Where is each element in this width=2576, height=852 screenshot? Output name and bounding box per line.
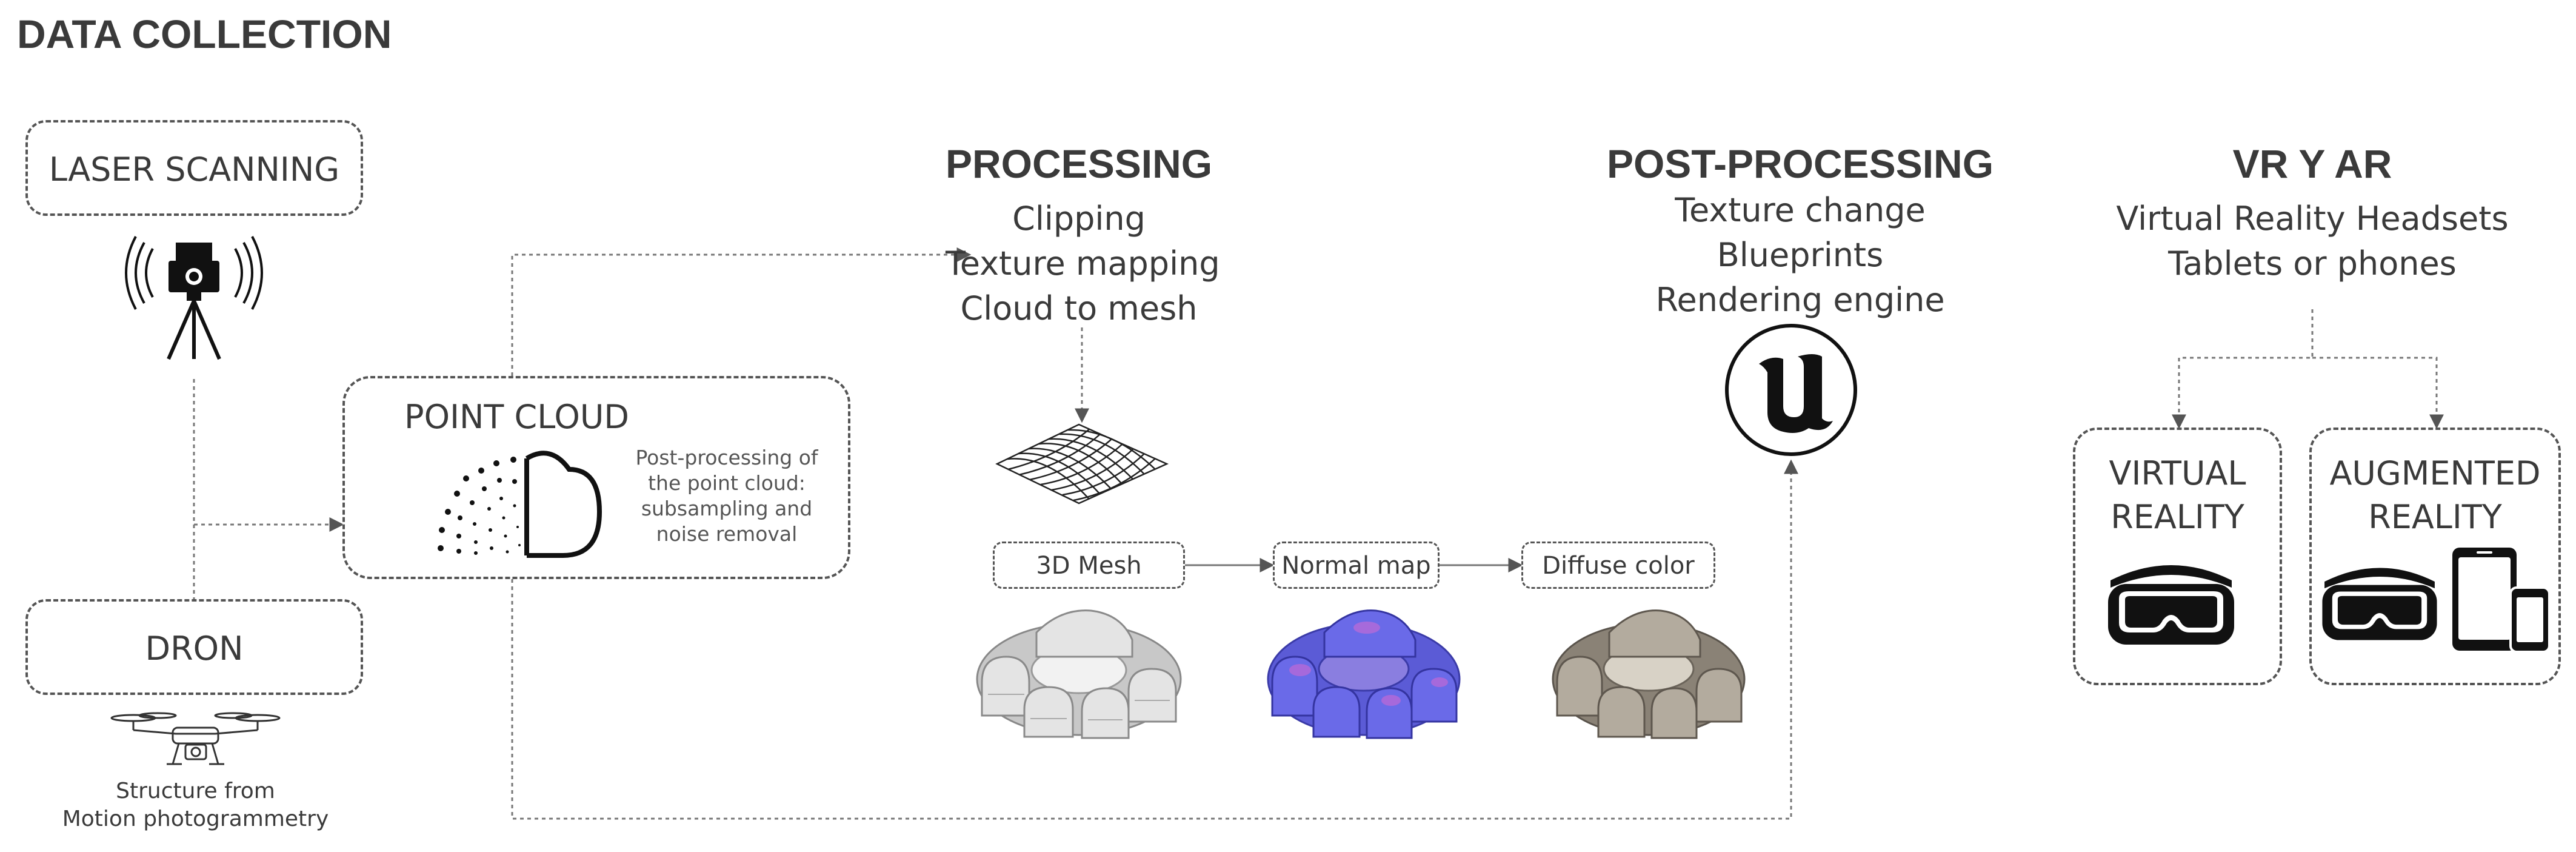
laser-scanning-label: LASER SCANNING xyxy=(48,150,340,189)
virtual-reality-box: VIRTUAL REALITY xyxy=(2073,428,2282,685)
point-cloud-note: Post-processing of the point cloud: subs… xyxy=(612,445,842,547)
model-render-normal-map xyxy=(1267,609,1461,739)
post-processing-step: Rendering engine xyxy=(1655,281,1945,319)
ar-headset-icon xyxy=(2322,568,2437,640)
section-title-vr-ar: VR Y AR xyxy=(2232,141,2392,186)
point-cloud-note-line4: noise removal xyxy=(656,522,798,546)
post-processing-step: Texture change xyxy=(1675,191,1926,229)
section-title-post-processing: POST-PROCESSING xyxy=(1606,141,1994,186)
point-cloud-box: POINT CLOUD Post-processing of the point… xyxy=(342,376,850,579)
point-cloud-note-line3: subsampling and xyxy=(641,497,813,520)
rendering-engine-logo-icon xyxy=(1725,324,1857,456)
augmented-reality-label-line2: REALITY xyxy=(2368,498,2502,536)
sfm-caption: Structure from Motion photogrammetry xyxy=(55,777,336,833)
connector-vrar-branch xyxy=(2172,309,2314,429)
device-item: Virtual Reality Headsets xyxy=(2116,200,2509,238)
processing-step: Cloud to mesh xyxy=(960,289,1198,327)
connector-pointcloud-processing xyxy=(511,247,972,376)
connector-vrar-branch-right xyxy=(2312,357,2444,429)
device-item: Tablets or phones xyxy=(2168,244,2457,283)
stage-3d-mesh-box: 3D Mesh xyxy=(993,542,1185,589)
vr-ar-devices: Virtual Reality Headsets Tablets or phon… xyxy=(2103,196,2521,286)
dron-box: DRON xyxy=(25,599,363,695)
point-cloud-title: POINT CLOUD xyxy=(404,398,630,436)
dron-label: DRON xyxy=(145,629,244,668)
point-cloud-icon xyxy=(438,451,602,558)
augmented-reality-label: AUGMENTED REALITY xyxy=(2312,452,2558,539)
point-cloud-note-line2: the point cloud: xyxy=(648,471,806,495)
stage-normal-map-box: Normal map xyxy=(1273,542,1440,589)
vr-headset-icon xyxy=(2108,565,2234,645)
processing-step: Clipping xyxy=(1012,200,1146,238)
section-title-data-collection: DATA COLLECTION xyxy=(17,12,392,56)
processing-step: Texture mapping xyxy=(946,244,1220,283)
virtual-reality-label-line2: REALITY xyxy=(2111,498,2244,536)
wireframe-mesh-icon xyxy=(995,423,1169,505)
model-render-mesh xyxy=(976,609,1182,739)
model-render-diffuse xyxy=(1552,609,1746,739)
sfm-caption-line1: Structure from xyxy=(116,779,275,803)
laser-scanning-box: LASER SCANNING xyxy=(25,120,363,216)
post-processing-steps: Texture change Blueprints Rendering engi… xyxy=(1582,188,2018,323)
tablet-phone-icon xyxy=(2452,548,2551,653)
augmented-reality-label-line1: AUGMENTED xyxy=(2329,454,2541,492)
stage-normal-map-label: Normal map xyxy=(1281,552,1431,580)
stage-3d-mesh-label: 3D Mesh xyxy=(1036,552,1142,580)
stage-diffuse-color-box: Diffuse color xyxy=(1521,542,1715,589)
connector-pointcloud-postprocessing xyxy=(511,459,1798,820)
laser-scanner-icon xyxy=(125,236,263,360)
virtual-reality-label: VIRTUAL REALITY xyxy=(2075,452,2280,539)
processing-steps: Clipping Texture mapping Cloud to mesh xyxy=(946,196,1220,331)
sfm-caption-line2: Motion photogrammetry xyxy=(62,807,329,831)
post-processing-step: Blueprints xyxy=(1717,236,1884,274)
augmented-reality-box: AUGMENTED REALITY xyxy=(2309,428,2561,685)
drone-icon xyxy=(110,712,281,765)
virtual-reality-label-line1: VIRTUAL xyxy=(2109,454,2246,492)
point-cloud-note-line1: Post-processing of xyxy=(635,446,818,469)
section-title-processing: PROCESSING xyxy=(946,141,1213,186)
stage-diffuse-color-label: Diffuse color xyxy=(1542,552,1695,580)
